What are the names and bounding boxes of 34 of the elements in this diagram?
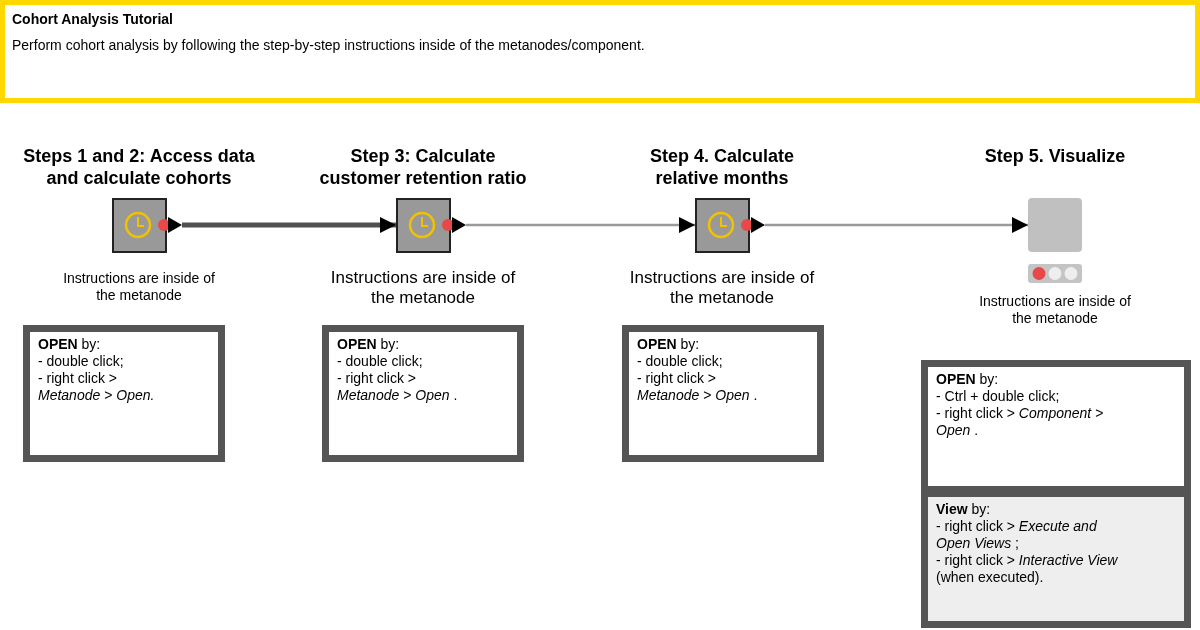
instruction-text: View by: [936,501,992,518]
annotation-box [322,325,524,462]
instruction-text: - right click > Interactive View (when executed). [936,552,1119,586]
step-heading: Step 4. Calculate relative months [648,145,796,189]
instruction-text: - double click; [637,353,724,370]
instruction-text: - right click > Metanode > Open . [337,370,459,404]
instruction-text: - Ctrl + double click; [936,388,1061,405]
instruction-text: OPEN by: [38,336,102,353]
connector-arrow [765,217,1028,233]
annotation-text: Perform cohort analysis by following the step-by-step instructions inside of the metanodes/component. [12,37,646,53]
instruction-text: - right click > Component > Open . [936,405,1105,439]
annotation-box [921,360,1191,493]
step-heading: Step 5. Visualize [983,145,1127,167]
instruction-text: - double click; [337,353,424,370]
annotation-title: Cohort Analysis Tutorial [12,11,174,27]
instruction-text: OPEN by: [936,371,1000,388]
annotation-box [23,325,225,462]
annotation-box [622,325,824,462]
instruction-text: OPEN by: [337,336,401,353]
node-caption: Instructions are inside of the metanode [329,268,517,308]
node-caption: Instructions are inside of the metanode [978,293,1132,327]
instruction-text: - right click > Execute and Open Views ; [936,518,1098,552]
instruction-text: OPEN by: [637,336,701,353]
instruction-text: - right click > Metanode > Open. [38,370,156,404]
connector-arrow [466,217,695,233]
annotation-box [921,490,1191,628]
connector-arrow [182,217,396,233]
instruction-text: - right click > Metanode > Open . [637,370,759,404]
step-heading: Step 3: Calculate customer retention ratio [318,145,528,189]
annotation-box [0,0,1200,103]
step-heading: Steps 1 and 2: Access data and calculate cohorts [22,145,256,189]
node-caption: Instructions are inside of the metanode [628,268,816,308]
node-caption: Instructions are inside of the metanode [62,270,216,304]
instruction-text: - double click; [38,353,125,370]
